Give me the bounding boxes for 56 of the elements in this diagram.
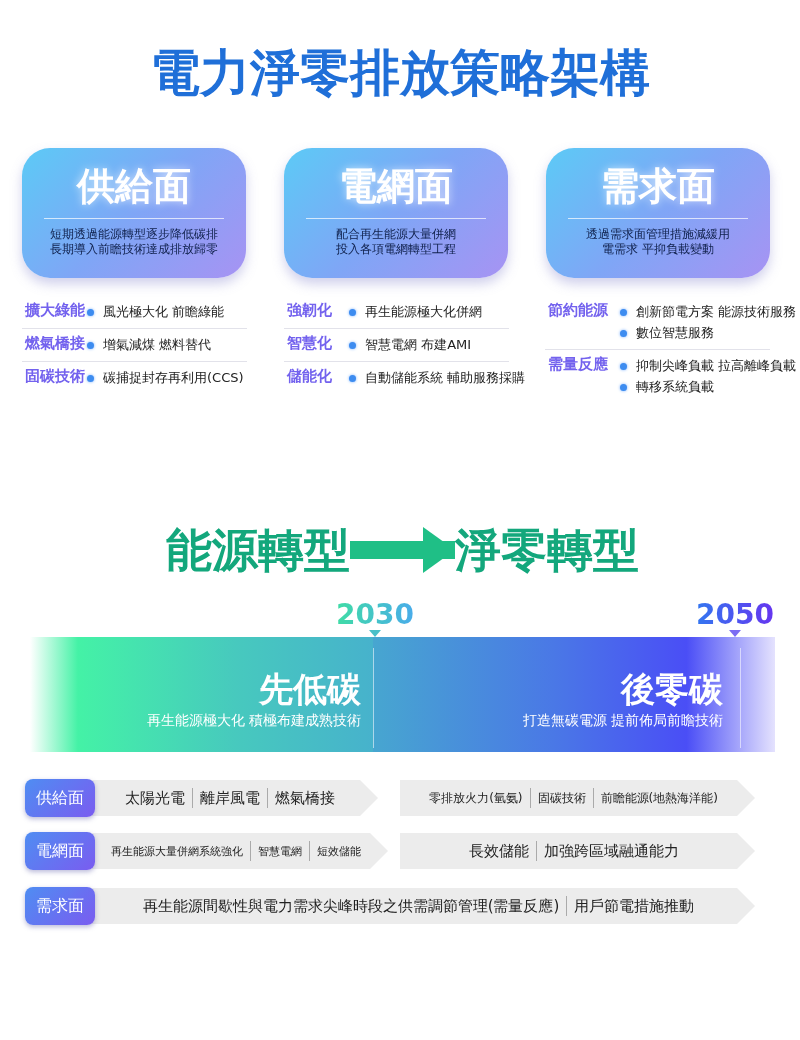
measure-text: 長效儲能 [468, 841, 529, 861]
phase-heading: 先低碳 [259, 667, 361, 710]
stage-heading: 能源轉型 [120, 515, 350, 585]
arrow [350, 527, 455, 573]
list-item: 風光極大化 前瞻綠能 [103, 303, 225, 321]
chevron-bar [92, 833, 388, 869]
card-heading: 需求面 [601, 163, 715, 210]
phase-heading: 後零碳 [621, 667, 723, 710]
list-item: 數位智慧服務 [636, 324, 714, 342]
category-label: 擴大綠能 [25, 301, 85, 320]
category-label: 燃氣橋接 [25, 334, 85, 353]
card-description: 透過需求面管理措施減緩用電需求 平抑負載變動 [585, 227, 731, 257]
timeline-band [373, 637, 775, 752]
measure-text: 太陽光電 [125, 788, 185, 808]
chevron-bar [400, 833, 755, 869]
strategy-card [22, 148, 246, 278]
measure-text: 離岸風電 [200, 788, 260, 808]
category-label: 強韌化 [287, 301, 332, 320]
chevron-bar [400, 780, 755, 816]
measure-text: 再生能源大量併網系統強化 [111, 843, 243, 859]
category-tag: 需求面 [25, 887, 95, 925]
measure-text: 燃氣橋接 [275, 788, 335, 808]
category-label: 需量反應 [548, 355, 608, 374]
measure-text: 智慧電網 [258, 843, 302, 859]
list-item: 創新節電方案 能源技術服務 [636, 303, 797, 321]
list-item: 增氣減煤 燃料替代 [103, 336, 212, 354]
strategy-card [546, 148, 770, 278]
measure-text: 零排放火力(氫氨) [429, 789, 523, 807]
card-description: 短期透過能源轉型逐步降低碳排長期導入前瞻技術達成排放歸零 [49, 227, 219, 257]
timeline-band [30, 637, 373, 752]
list-item: 轉移系統負載 [636, 378, 714, 396]
phase-description: 打造無碳電源 提前佈局前瞻技術 [522, 710, 723, 730]
measure-text: 前瞻能源(地熱海洋能) [600, 789, 718, 807]
list-item: 碳捕捉封存再利用(CCS) [103, 369, 244, 387]
strategy-card [284, 148, 508, 278]
list-item: 自動儲能系統 輔助服務採購 [365, 369, 526, 387]
measure-text: 短效儲能 [317, 843, 361, 859]
card-description: 配合再生能源大量併網投入各項電網轉型工程 [335, 227, 457, 257]
card-heading: 供給面 [77, 163, 191, 210]
card-heading: 電網面 [339, 163, 453, 210]
list-item: 再生能源極大化併網 [365, 303, 482, 321]
list-item: 抑制尖峰負載 拉高離峰負載 [636, 357, 797, 375]
stage-heading: 淨零轉型 [455, 515, 685, 585]
category-label: 固碳技術 [25, 367, 85, 386]
phase-description: 再生能源極大化 積極布建成熟技術 [146, 710, 361, 730]
measure-text: 用戶節電措施推動 [574, 896, 695, 916]
category-label: 節約能源 [548, 301, 608, 320]
category-tag: 電網面 [25, 832, 95, 870]
list-item: 智慧電網 布建AMI [365, 336, 472, 354]
measure-text: 加強跨區域融通能力 [543, 841, 679, 861]
category-label: 儲能化 [287, 367, 332, 386]
category-label: 智慧化 [287, 334, 332, 353]
title: 電力淨零排放策略架構 [149, 43, 651, 104]
measure-text: 固碳技術 [537, 789, 586, 807]
measure-text: 再生能源間歇性與電力需求尖峰時段之供需調節管理(需量反應) [142, 896, 560, 916]
category-tag: 供給面 [25, 779, 95, 817]
